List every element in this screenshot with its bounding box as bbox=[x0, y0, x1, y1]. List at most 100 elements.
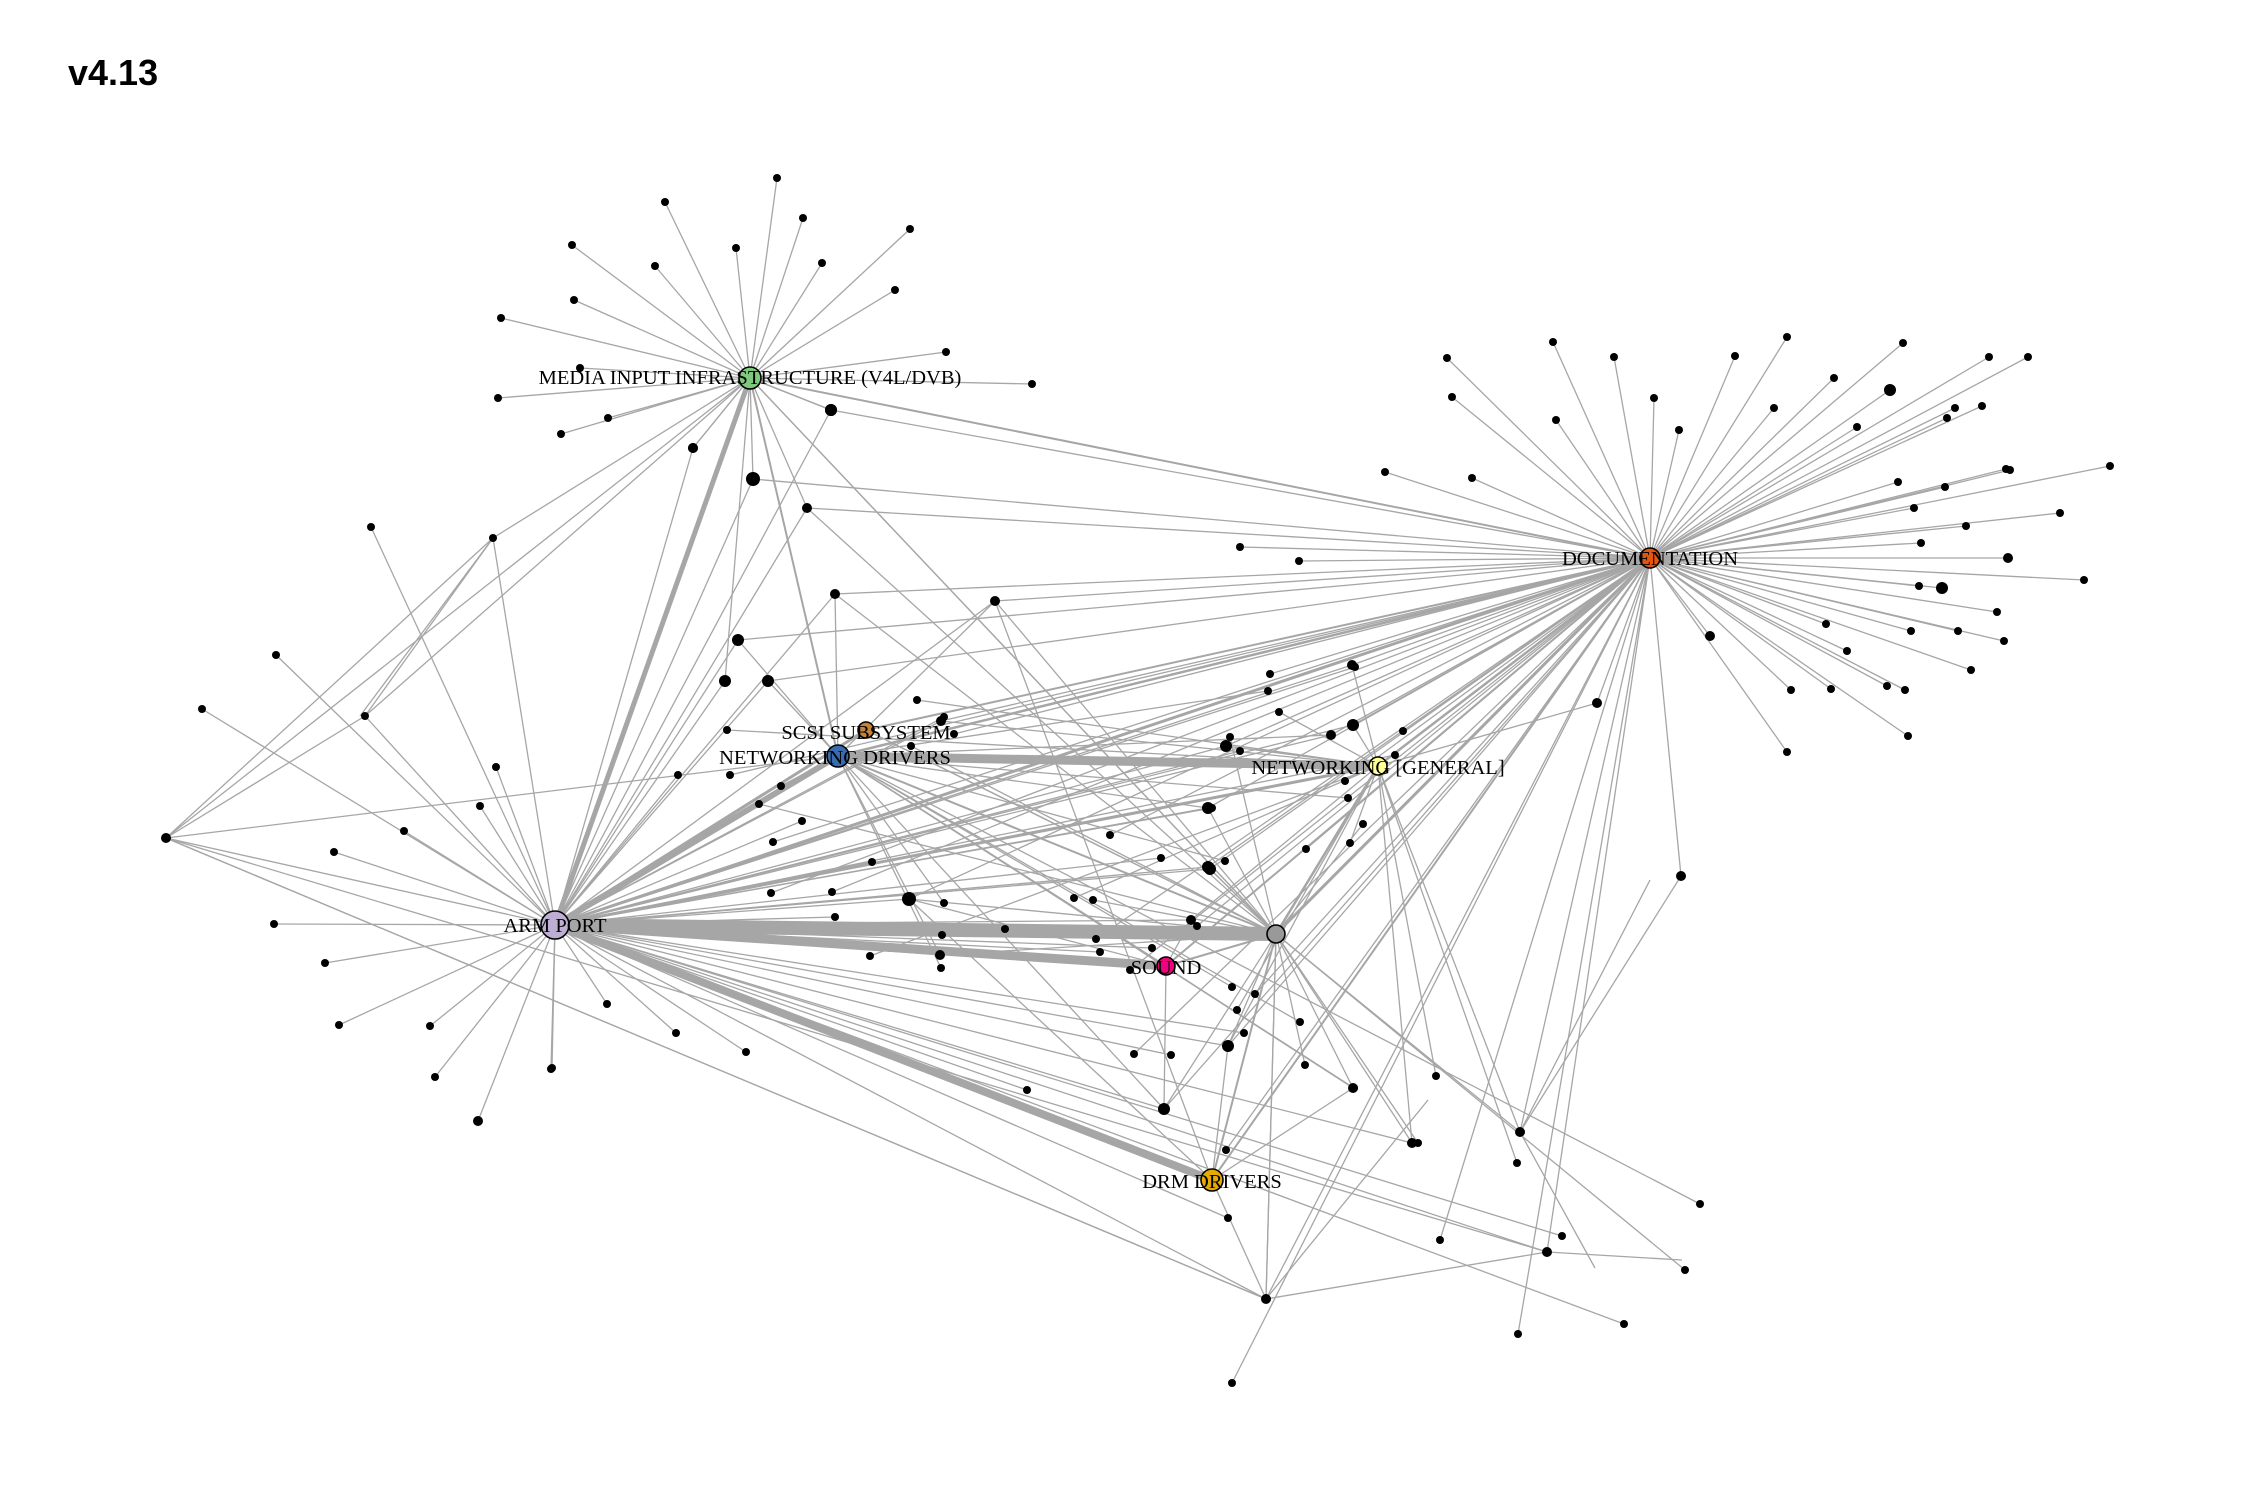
graph-node bbox=[799, 214, 807, 222]
graph-node bbox=[1221, 857, 1229, 865]
graph-edge bbox=[364, 537, 494, 717]
graph-edge bbox=[749, 377, 754, 480]
graph-edge bbox=[364, 377, 751, 717]
graph-edge bbox=[1254, 557, 1651, 995]
graph-edge bbox=[1649, 557, 1711, 637]
graph-edge bbox=[1275, 933, 1306, 1066]
graph-node bbox=[2106, 462, 2114, 470]
graph-edge bbox=[1211, 933, 1277, 1181]
graph-edge bbox=[554, 600, 996, 926]
graph-node bbox=[570, 296, 578, 304]
graph-edge bbox=[1519, 875, 1682, 1133]
graph-node bbox=[1193, 922, 1201, 930]
graph-node bbox=[1941, 483, 1949, 491]
graph-node bbox=[1853, 423, 1861, 431]
graph-node bbox=[1301, 1061, 1309, 1069]
graph-node bbox=[1436, 1236, 1444, 1244]
graph-edge bbox=[837, 755, 1354, 1089]
graph-node bbox=[913, 696, 921, 704]
graph-node bbox=[1901, 686, 1909, 694]
graph-edge bbox=[837, 755, 1233, 988]
node-layer bbox=[161, 174, 2114, 1387]
graph-edge bbox=[770, 557, 1651, 894]
graph-node bbox=[1783, 748, 1791, 756]
graph-edge bbox=[1265, 1099, 1429, 1300]
graph-node bbox=[1092, 935, 1100, 943]
graph-node bbox=[719, 675, 731, 687]
graph-edge bbox=[579, 367, 751, 379]
graph-edge bbox=[165, 837, 1548, 1253]
graph-node bbox=[868, 858, 876, 866]
graph-edge bbox=[1207, 866, 1277, 935]
graph-node bbox=[935, 950, 945, 960]
graph-edge bbox=[1649, 557, 2085, 581]
graph-edge bbox=[1269, 557, 1651, 675]
graph-node bbox=[1224, 1214, 1232, 1222]
graph-node bbox=[1106, 831, 1114, 839]
graph-node bbox=[1158, 1103, 1170, 1115]
graph-edge bbox=[1275, 933, 1413, 1144]
graph-edge bbox=[1384, 471, 1651, 559]
graph-node bbox=[2006, 466, 2014, 474]
graph-node bbox=[1295, 557, 1303, 565]
graph-edge bbox=[1163, 557, 1651, 1110]
hub-label-sound: SOUND bbox=[1131, 957, 1202, 979]
hub-node-doc bbox=[1639, 547, 1661, 569]
graph-node bbox=[1830, 374, 1838, 382]
graph-edge bbox=[1451, 396, 1651, 559]
graph-edge bbox=[1649, 512, 2061, 559]
graph-edge bbox=[1649, 426, 1858, 559]
hub-node-arm bbox=[540, 910, 570, 940]
graph-node bbox=[1899, 339, 1907, 347]
graph-edge bbox=[333, 851, 556, 926]
graph-edge bbox=[1649, 356, 1990, 559]
graph-node bbox=[1240, 1029, 1248, 1037]
graph-node bbox=[1228, 983, 1236, 991]
graph-edge bbox=[1265, 933, 1277, 1300]
graph-edge bbox=[1649, 557, 1943, 589]
graph-edge bbox=[1227, 765, 1379, 1047]
graph-edge bbox=[939, 933, 1277, 956]
graph-edge bbox=[1207, 807, 1277, 935]
graph-edge bbox=[1351, 557, 1651, 666]
hub-label-netgen: NETWORKING [GENERAL] bbox=[1251, 757, 1504, 779]
graph-title: v4.13 bbox=[68, 52, 159, 93]
graph-edge bbox=[1377, 765, 1521, 1133]
graph-node bbox=[1326, 730, 1336, 740]
graph-edge bbox=[273, 923, 556, 926]
graph-edge bbox=[749, 377, 839, 757]
graph-edge bbox=[1265, 557, 1651, 1300]
graph-edge bbox=[1349, 765, 1379, 844]
graph-edge bbox=[165, 755, 839, 839]
graph-node bbox=[1028, 380, 1036, 388]
graph-edge bbox=[1649, 405, 1983, 559]
graph-edge bbox=[554, 924, 1413, 1144]
graph-node bbox=[1610, 353, 1618, 361]
graph-edge bbox=[908, 898, 1167, 967]
graph-node bbox=[726, 771, 734, 779]
hub-label-media: MEDIA INPUT INFRASTRUCTURE (V4L/DVB) bbox=[539, 367, 962, 389]
graph-node bbox=[161, 833, 171, 843]
graph-node bbox=[936, 716, 946, 726]
graph-node bbox=[651, 262, 659, 270]
graph-edge bbox=[831, 557, 1651, 893]
graph-edge bbox=[554, 409, 832, 926]
graph-node bbox=[1787, 686, 1795, 694]
graph-edge bbox=[1649, 465, 2111, 559]
graph-edge bbox=[692, 377, 751, 449]
graph-edge bbox=[1377, 702, 1598, 767]
graph-node bbox=[723, 726, 731, 734]
graph-node bbox=[777, 782, 785, 790]
graph-node bbox=[732, 634, 744, 646]
graph-node bbox=[576, 364, 584, 372]
graph-edge bbox=[554, 556, 1651, 927]
graph-edge bbox=[1109, 557, 1651, 836]
graph-edge bbox=[837, 755, 1349, 799]
hub-node-scsi bbox=[857, 721, 875, 739]
graph-edge bbox=[837, 755, 1701, 1205]
graph-edge bbox=[1649, 542, 1922, 559]
graph-node bbox=[746, 472, 760, 486]
graph-edge bbox=[554, 680, 726, 926]
graph-edge bbox=[1225, 557, 1651, 747]
graph-node bbox=[1468, 474, 1476, 482]
